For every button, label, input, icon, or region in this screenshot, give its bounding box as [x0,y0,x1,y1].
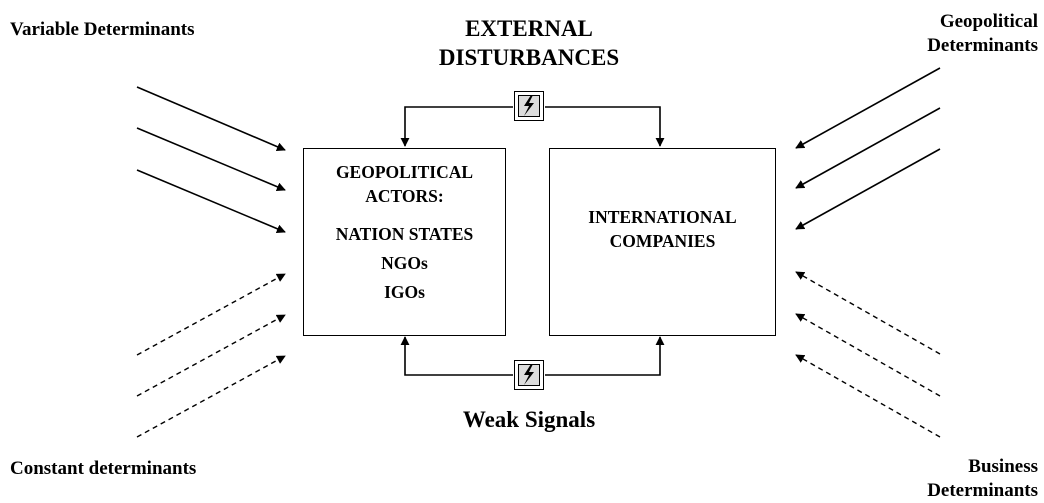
bottom-lightning-bolt-icon [514,360,544,390]
geopolitical-arrow-3 [795,148,941,230]
actor-item-igos: IGOs [384,282,425,302]
constant-determinants-label: Constant determinants [10,458,197,479]
business-determinants-line1: Business [968,456,1038,477]
actor-item-ngos: NGOs [381,253,428,273]
variable-arrow-3 [136,169,286,234]
geopolitical-actors-title-line1: GEOPOLITICAL [335,162,474,182]
bottom-connector [400,336,665,376]
external-disturbances-line1: EXTERNAL [465,16,593,41]
business-determinants-label: Business Determinants [927,455,1038,503]
geopolitical-determinants-label: Geopolitical Determinants [927,10,1038,58]
variable-determinant-arrows [136,86,286,234]
external-disturbances-title: EXTERNAL DISTURBANCES [429,14,629,72]
business-determinants-line2: Determinants [927,480,1038,501]
geopolitical-arrow-2 [795,107,941,189]
business-determinant-arrows [795,271,941,438]
weak-signals-title: Weak Signals [462,407,596,432]
constant-arrow-1 [136,273,286,356]
international-companies-line2: COMPANIES [609,231,716,251]
geopolitical-actors-title-line2: ACTORS: [365,186,444,206]
variable-arrow-1 [136,86,286,151]
top-lightning-bolt-icon [514,91,544,121]
international-companies-line1: INTERNATIONAL [588,207,737,227]
geopolitical-determinants-line1: Geopolitical [939,11,1038,32]
geopolitical-determinant-arrows [795,67,941,230]
actor-item-nation-states: NATION STATES [335,224,474,244]
variable-arrow-2 [136,127,286,192]
variable-determinants-label: Variable Determinants [10,19,195,40]
international-companies-title: INTERNATIONAL COMPANIES [550,205,775,253]
geopolitical-actors-list: NATION STATES NGOs IGOs [304,220,505,307]
constant-determinant-arrows [136,273,286,438]
top-connector [400,106,665,147]
geopolitical-arrow-1 [795,67,941,149]
external-disturbances-line2: DISTURBANCES [438,45,620,70]
geopolitical-actors-title: GEOPOLITICAL ACTORS: [304,160,505,208]
geopolitical-determinants-line2: Determinants [927,35,1038,56]
constant-arrow-2 [136,314,286,397]
constant-arrow-3 [136,355,286,438]
business-arrow-3 [795,354,941,438]
international-companies-box: INTERNATIONAL COMPANIES [549,148,776,336]
business-arrow-2 [795,313,941,397]
business-arrow-1 [795,271,941,355]
geopolitical-actors-box: GEOPOLITICAL ACTORS: NATION STATES NGOs … [303,148,506,336]
